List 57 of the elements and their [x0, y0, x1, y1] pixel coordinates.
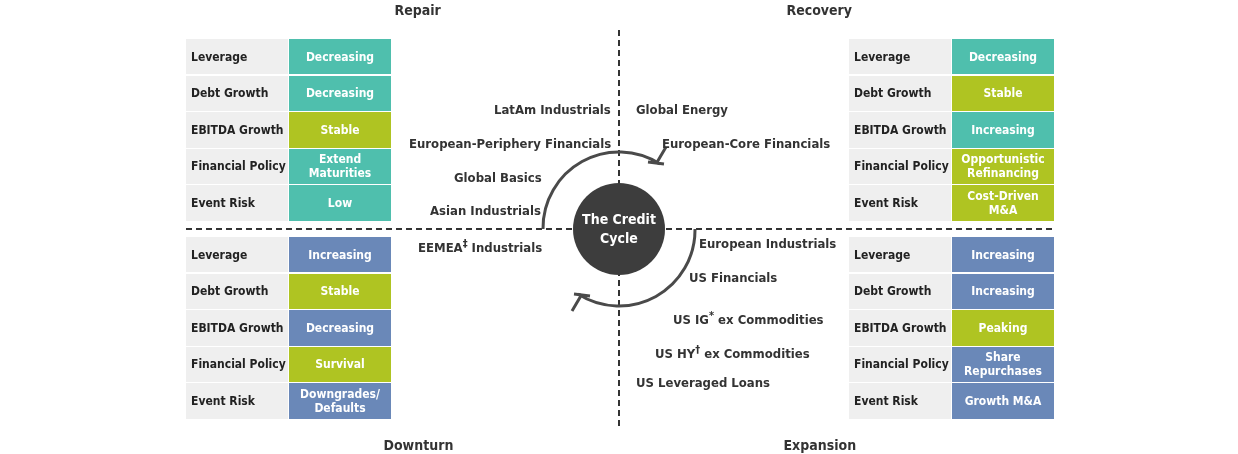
- metric-cell: Leverage: [186, 39, 288, 75]
- quadrant-title: Repair: [394, 2, 441, 18]
- metric-cell: EBITDA Growth: [186, 310, 288, 346]
- metric-cell: EBITDA Growth: [186, 112, 288, 148]
- sector-label: Asian Industrials: [430, 203, 541, 219]
- metric-cell: Financial Policy: [849, 148, 951, 185]
- sector-label: European-Core Financials: [662, 136, 831, 152]
- metric-cell: Leverage: [186, 237, 288, 273]
- sector-label: EEMEA$^{‡}$ Industrials: [418, 236, 543, 257]
- metric-cell: Event Risk: [186, 383, 288, 419]
- sector-label: Global Energy: [636, 102, 728, 118]
- sector-label: Global Basics: [454, 170, 542, 186]
- quadrant-title: Expansion: [783, 437, 857, 453]
- sector-label: European-Periphery Financials: [409, 136, 612, 152]
- status-cell: Decreasing: [289, 310, 391, 346]
- status-cell: Stable: [952, 75, 1054, 111]
- sector-label: US Leveraged Loans: [636, 375, 770, 391]
- quadrant-title: Downturn: [383, 437, 454, 453]
- status-cell: Increasing: [952, 112, 1054, 148]
- status-cell: Cost-Driven M&A: [952, 185, 1054, 221]
- metric-cell: EBITDA Growth: [849, 310, 951, 346]
- status-cell: Stable: [289, 273, 391, 309]
- metric-cell: Leverage: [849, 237, 951, 273]
- quadrant-title: Recovery: [786, 2, 853, 18]
- status-cell: Decreasing: [289, 39, 391, 75]
- metric-cell: Event Risk: [849, 185, 951, 221]
- status-cell: Growth M&A: [952, 383, 1054, 419]
- status-cell: Low: [289, 185, 391, 221]
- sector-label: US IG$^{*}$ ex Commodities: [673, 308, 824, 329]
- metric-cell: Debt Growth: [849, 75, 951, 111]
- sector-label: US HY$^{†}$ ex Commodities: [655, 342, 810, 363]
- status-cell: Increasing: [289, 237, 391, 273]
- status-cell: Decreasing: [289, 75, 391, 111]
- metric-cell: Event Risk: [849, 383, 951, 419]
- metric-cell: Event Risk: [186, 185, 288, 221]
- metric-cell: Financial Policy: [186, 346, 288, 383]
- metric-cell: EBITDA Growth: [849, 112, 951, 148]
- status-cell: Decreasing: [952, 39, 1054, 75]
- metric-cell: Financial Policy: [849, 346, 951, 383]
- status-cell: Peaking: [952, 310, 1054, 346]
- status-cell: Increasing: [952, 237, 1054, 273]
- status-cell: Extend Maturities: [289, 148, 391, 185]
- sector-label: LatAm Industrials: [494, 102, 611, 118]
- status-cell: Survival: [289, 346, 391, 383]
- cycle-circle: The Credit Cycle: [573, 183, 665, 275]
- status-cell: Increasing: [952, 273, 1054, 309]
- metric-cell: Leverage: [849, 39, 951, 75]
- metric-cell: Debt Growth: [186, 273, 288, 309]
- sector-label: US Financials: [689, 270, 778, 286]
- sector-label: European Industrials: [699, 236, 837, 252]
- status-cell: Downgrades/ Defaults: [289, 383, 391, 419]
- metric-cell: Financial Policy: [186, 148, 288, 185]
- metric-cell: Debt Growth: [849, 273, 951, 309]
- status-cell: Share Repurchases: [952, 346, 1054, 383]
- status-cell: Stable: [289, 112, 391, 148]
- status-cell: Opportunistic Refinancing: [952, 148, 1054, 185]
- metric-cell: Debt Growth: [186, 75, 288, 111]
